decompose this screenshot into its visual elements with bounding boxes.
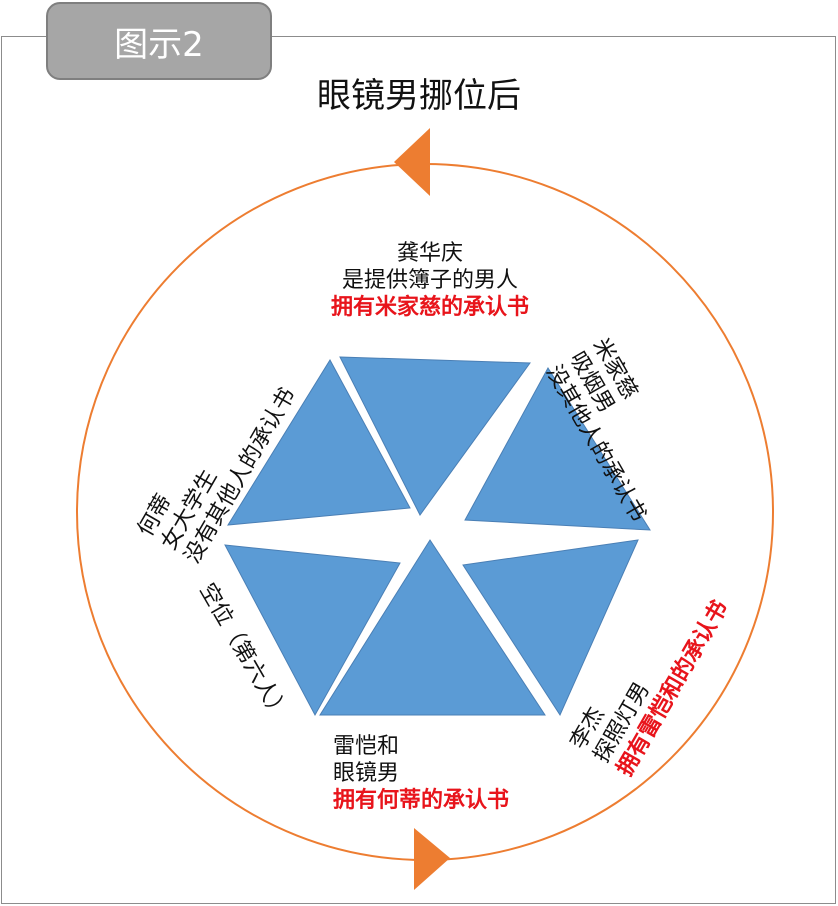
label-top: 龚华庆 是提供簿子的男人 拥有米家慈的承认书 [300,240,560,321]
label-bottom: 雷恺和 眼镜男 拥有何蒂的承认书 [333,733,563,814]
figure-tab-label: 图示2 [46,2,272,80]
triangle-upper-right [464,367,651,531]
label-bottom-role: 眼镜男 [333,761,400,786]
diagram-title: 眼镜男挪位后 [317,76,521,116]
triangle-bottom [319,539,546,716]
label-bottom-note: 拥有何蒂的承认书 [333,788,510,813]
label-bottom-name: 雷恺和 [333,734,400,759]
ring-arrow-top [394,128,430,196]
ring-arrow-bottom [414,828,450,890]
label-top-role: 是提供簿子的男人 [341,268,518,293]
label-top-name: 龚华庆 [396,241,463,266]
triangle-upper-left [227,359,411,526]
triangle-lower-left [224,544,401,717]
triangle-lower-right [462,539,639,717]
triangle-top [339,356,531,516]
label-top-note: 拥有米家慈的承认书 [330,295,529,320]
